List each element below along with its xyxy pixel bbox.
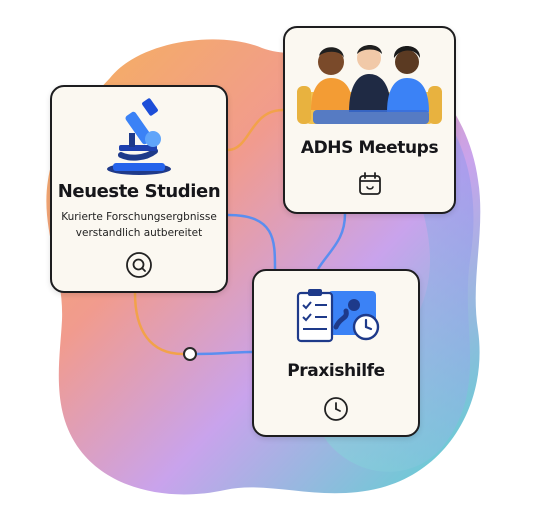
card-description-line: Kurierte Forschungsergbnisse bbox=[61, 211, 217, 223]
card-title: Neueste Studien bbox=[57, 181, 221, 202]
card-title: ADHS Meetups bbox=[300, 138, 439, 158]
connector-meetups-praxis bbox=[316, 213, 347, 270]
card-description: Kurierte Forschungsergbnisse verstandlic… bbox=[57, 209, 222, 241]
people-group-illustration bbox=[297, 45, 442, 124]
connector-node-praxis bbox=[196, 350, 253, 356]
calendar-icon[interactable] bbox=[356, 170, 384, 198]
card-adhs-meetups[interactable]: ADHS Meetups bbox=[283, 26, 456, 214]
connector-node bbox=[183, 347, 197, 361]
card-description-line: verstandlich autbereitet bbox=[75, 227, 203, 239]
checklist-clock-illustration bbox=[296, 289, 380, 343]
connector-studien-praxis bbox=[227, 213, 277, 270]
connector-studien-node bbox=[133, 292, 184, 356]
clock-icon[interactable] bbox=[322, 395, 350, 423]
search-icon[interactable] bbox=[125, 251, 153, 279]
card-title: Praxishilfe bbox=[287, 361, 385, 381]
card-neueste-studien[interactable]: Neueste Studien Kurierte Forschungsergbn… bbox=[50, 85, 228, 293]
card-praxishilfe[interactable]: Praxishilfe bbox=[252, 269, 420, 437]
microscope-illustration bbox=[107, 98, 171, 175]
connector-studien-meetups bbox=[227, 108, 284, 152]
